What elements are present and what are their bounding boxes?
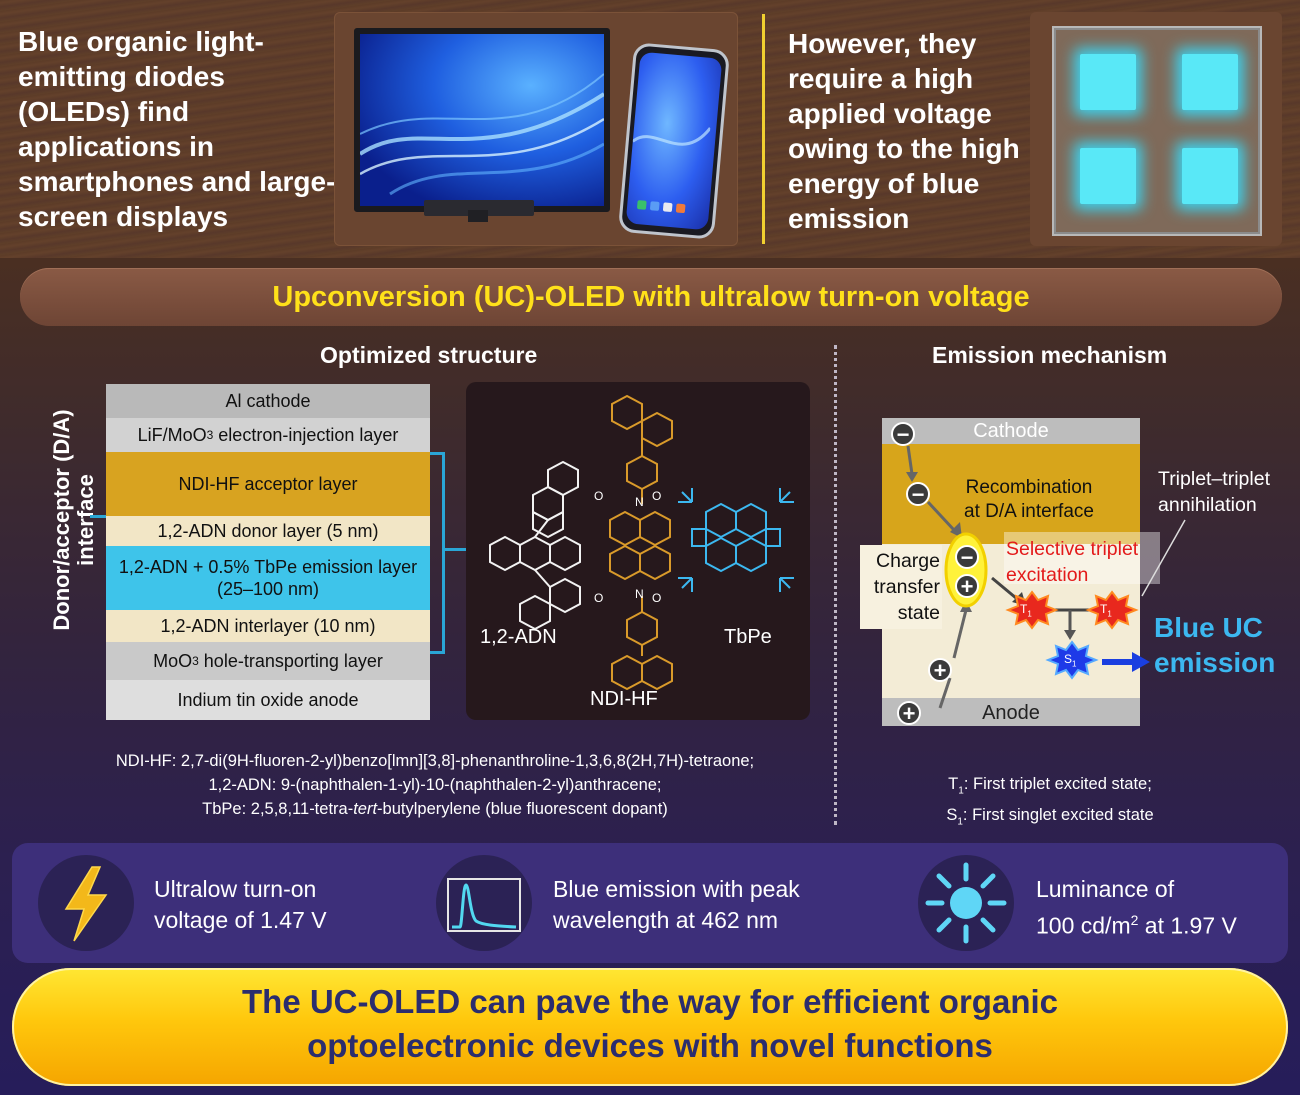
- conclusion-line-2: optoelectronic devices with novel functi…: [307, 1027, 993, 1064]
- oled-pixel: [1182, 148, 1238, 204]
- sun-icon: [925, 862, 1007, 944]
- smartphone-illustration: [617, 42, 731, 240]
- feature-peak-wavelength: Blue emission with peak wavelength at 46…: [553, 876, 800, 933]
- feature-icon-circle: [38, 855, 134, 951]
- oled-pixel: [1080, 54, 1136, 110]
- footnote-t1: T1: First triplet excited state;: [948, 775, 1152, 797]
- svg-text:N: N: [635, 587, 644, 601]
- tv-stand: [424, 200, 534, 216]
- molecule-structures: O O N O O N: [489, 394, 794, 691]
- feature-icon-circle: [436, 855, 532, 951]
- structure-footnote: NDI-HF: 2,7-di(9H-fluoren-2-yl)benzo[lmn…: [40, 749, 830, 821]
- intro-right-text: However, they require a high applied vol…: [788, 28, 1020, 234]
- svg-text:O: O: [652, 489, 661, 503]
- mechanism-footnote: T1: First triplet excited state; S1: Fir…: [900, 772, 1200, 835]
- conclusion-line-1: The UC-OLED can pave the way for efficie…: [242, 983, 1058, 1020]
- anode-bar: [882, 698, 1140, 726]
- interface-pointer: [90, 515, 108, 518]
- feature-icon-circle: [918, 855, 1014, 951]
- structure-title: Optimized structure: [320, 342, 538, 368]
- footnote-s1: S1: First singlet excited state: [946, 806, 1154, 828]
- t1-label-left: T1: [1020, 602, 1032, 619]
- bracket-connector: [444, 548, 466, 551]
- electron-icon: −: [955, 545, 979, 569]
- charge-transfer-label: Charge transfer state: [873, 550, 940, 624]
- yellow-divider: [762, 14, 765, 244]
- mechanism-arrows: [906, 445, 1186, 709]
- intro-left-text: Blue organic light-emitting diodes (OLED…: [18, 26, 336, 232]
- features-band: [12, 843, 1288, 963]
- layer-2: NDI-HF acceptor layer: [106, 452, 430, 516]
- conclusion-text: The UC-OLED can pave the way for efficie…: [12, 980, 1288, 1068]
- tbpe-molecule: [678, 488, 794, 592]
- title-banner: [20, 268, 1282, 326]
- molecule-label-tbpe: TbPe: [724, 626, 772, 648]
- molecule-label-ndi-hf: NDI-HF: [590, 688, 658, 710]
- tta-label: Triplet–triplet annihilation: [1158, 468, 1270, 516]
- electron-icon: −: [906, 482, 930, 506]
- svg-text:O: O: [652, 591, 661, 605]
- s1-label: S1: [1064, 652, 1077, 669]
- banner-title: Upconversion (UC)-OLED with ultralow tur…: [272, 281, 1030, 313]
- selective-label: Selective triplet excitation: [1006, 538, 1139, 586]
- recombination-label: Recombination at D/A interface: [964, 477, 1094, 522]
- oled-pixel: [1182, 54, 1238, 110]
- molecule-label-adn: 1,2-ADN: [480, 626, 557, 648]
- svg-text:O: O: [594, 489, 603, 503]
- footnote-ndi-hf: NDI-HF: 2,7-di(9H-fluoren-2-yl)benzo[lmn…: [115, 752, 755, 770]
- cathode-bar: [882, 418, 1140, 444]
- cathode-label: Cathode: [973, 420, 1049, 442]
- blue-uc-emission-label: Blue UC emission: [1154, 612, 1276, 678]
- feature-turn-on-voltage: Ultralow turn-on voltage of 1.47 V: [154, 876, 327, 933]
- hole-icon: +: [897, 701, 921, 725]
- mechanism-title: Emission mechanism: [932, 342, 1168, 368]
- svg-text:N: N: [635, 495, 644, 509]
- tv-base: [468, 210, 488, 222]
- section-divider: [834, 345, 837, 825]
- layer-4: 1,2-ADN + 0.5% TbPe emission layer (25–1…: [106, 546, 430, 610]
- svg-text:O: O: [594, 591, 603, 605]
- footnote-adn: 1,2-ADN: 9-(naphthalen-1-yl)-10-(naphtha…: [208, 776, 662, 794]
- stack-bracket: [430, 452, 445, 654]
- hole-icon: +: [928, 658, 952, 682]
- adn-molecule: [489, 460, 581, 631]
- lightning-icon: [64, 866, 108, 942]
- oled-pixel: [1080, 148, 1136, 204]
- television-illustration: [354, 28, 610, 212]
- anode-label: Anode: [982, 702, 1040, 724]
- layer-7: Indium tin oxide anode: [106, 680, 430, 720]
- footnote-tbpe: TbPe: 2,5,8,11-tetra-tert-butylperylene …: [202, 800, 668, 818]
- layer-5: 1,2-ADN interlayer (10 nm): [106, 610, 430, 642]
- oled-pixel-glass: [1052, 26, 1262, 236]
- t1-label-right: T1: [1100, 602, 1112, 619]
- molecule-panel: O O N O O N: [466, 382, 810, 720]
- hole-icon: +: [955, 574, 979, 598]
- charge-transfer-box: [860, 545, 942, 629]
- layer-3: 1,2-ADN donor layer (5 nm): [106, 516, 430, 546]
- ndi-hf-molecule: O O N O O N: [594, 394, 673, 691]
- selective-box: [1004, 532, 1160, 584]
- feature-luminance: Luminance of 100 cd/m2 at 1.97 V: [1036, 876, 1237, 939]
- conclusion-pill: [12, 968, 1288, 1086]
- spectrum-icon: [447, 878, 521, 932]
- electron-icon: −: [891, 422, 915, 446]
- interface-label: Donor/acceptor (D/A) interface: [49, 409, 98, 631]
- layer-0: Al cathode: [106, 384, 430, 418]
